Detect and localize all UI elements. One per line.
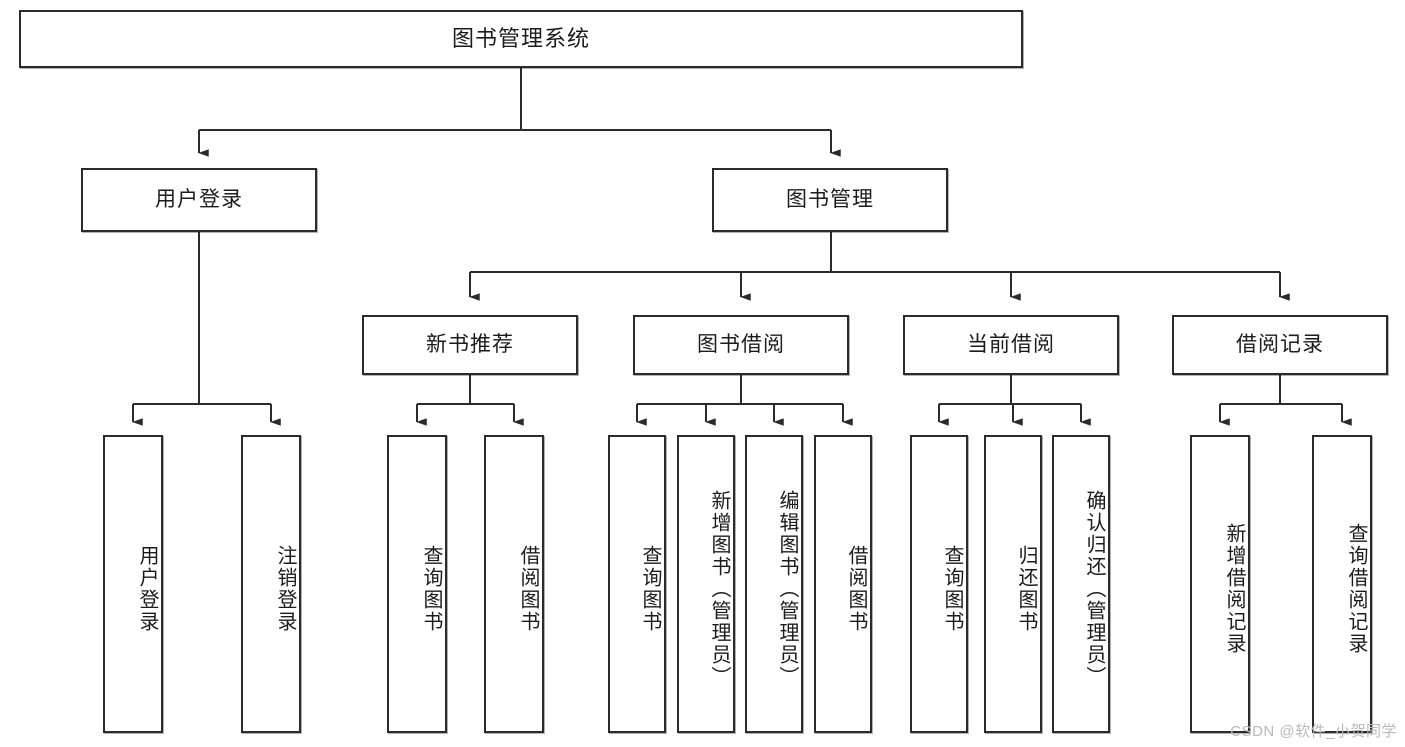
leaf-add-book-admin-label: 新增图书（管理员）: [708, 490, 730, 688]
leaf-user-login[interactable]: 用户登录: [103, 435, 163, 733]
leaf-query-book-current-label: 查询图书: [941, 545, 963, 633]
leaf-borrow-book-newbook-label: 借阅图书: [517, 545, 539, 633]
leaf-query-borrow-record-label: 查询借阅记录: [1345, 523, 1367, 655]
node-root-system[interactable]: 图书管理系统: [19, 10, 1023, 68]
leaf-borrow-book-label: 借阅图书: [845, 545, 867, 633]
node-new-book-recommend-label: 新书推荐: [426, 333, 514, 357]
leaf-edit-book-admin[interactable]: 编辑图书（管理员）: [745, 435, 803, 733]
node-root-system-label: 图书管理系统: [451, 25, 590, 51]
node-new-book-recommend[interactable]: 新书推荐: [362, 315, 578, 375]
leaf-query-book-borrow-label: 查询图书: [639, 545, 661, 633]
leaf-add-book-admin[interactable]: 新增图书（管理员）: [677, 435, 735, 733]
node-borrow-record-label: 借阅记录: [1236, 333, 1324, 357]
leaf-query-book-newbook-label: 查询图书: [420, 545, 442, 633]
leaf-query-book-current[interactable]: 查询图书: [910, 435, 968, 733]
leaf-return-book-label: 归还图书: [1015, 545, 1037, 633]
node-current-borrow-label: 当前借阅: [967, 333, 1055, 357]
node-book-borrow-label: 图书借阅: [697, 333, 785, 357]
leaf-return-book[interactable]: 归还图书: [984, 435, 1042, 733]
leaf-confirm-return-admin-label: 确认归还（管理员）: [1083, 490, 1105, 688]
node-book-management-label: 图书管理: [786, 188, 874, 212]
leaf-confirm-return-admin[interactable]: 确认归还（管理员）: [1052, 435, 1110, 733]
leaf-borrow-book[interactable]: 借阅图书: [814, 435, 872, 733]
leaf-user-login-label: 用户登录: [136, 545, 158, 633]
leaf-logout-login-label: 注销登录: [274, 545, 296, 633]
node-borrow-record[interactable]: 借阅记录: [1172, 315, 1388, 375]
leaf-borrow-book-newbook[interactable]: 借阅图书: [484, 435, 544, 733]
node-book-management[interactable]: 图书管理: [712, 168, 948, 232]
csdn-watermark: CSDN @软件_小贺同学: [1230, 723, 1397, 740]
node-current-borrow[interactable]: 当前借阅: [903, 315, 1119, 375]
node-book-borrow[interactable]: 图书借阅: [633, 315, 849, 375]
leaf-logout-login[interactable]: 注销登录: [241, 435, 301, 733]
leaf-query-borrow-record[interactable]: 查询借阅记录: [1312, 435, 1372, 733]
leaf-query-book-newbook[interactable]: 查询图书: [387, 435, 447, 733]
node-user-login-label: 用户登录: [155, 188, 243, 212]
node-user-login[interactable]: 用户登录: [81, 168, 317, 232]
leaf-add-borrow-record[interactable]: 新增借阅记录: [1190, 435, 1250, 733]
leaf-query-book-borrow[interactable]: 查询图书: [608, 435, 666, 733]
leaf-add-borrow-record-label: 新增借阅记录: [1223, 523, 1245, 655]
leaf-edit-book-admin-label: 编辑图书（管理员）: [776, 490, 798, 688]
